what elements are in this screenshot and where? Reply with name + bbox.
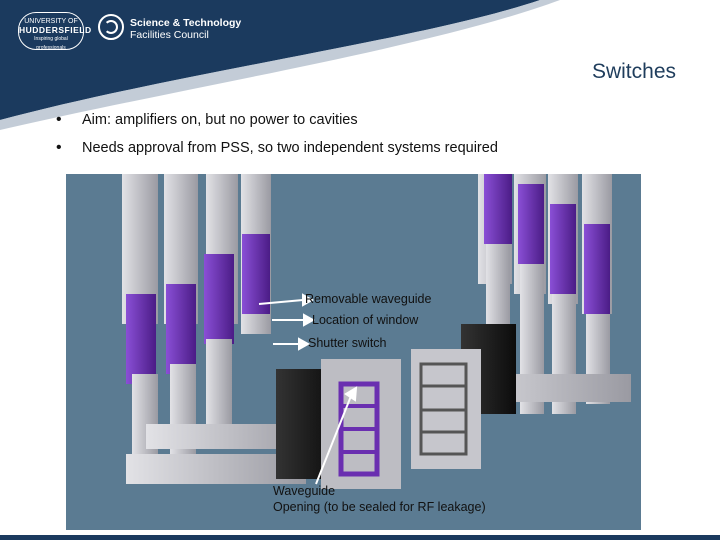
bullet-icon: •: [56, 111, 62, 128]
callout-location-of-window: Location of window: [312, 313, 419, 327]
right-waveguide-columns: [446, 174, 631, 414]
university-logo: UNIVERSITY OF HUDDERSFIELD Inspiring glo…: [18, 12, 91, 51]
shutter-switch-assembly: [276, 324, 516, 489]
stfc-logo-icon: [98, 14, 124, 40]
callout-removable-waveguide: Removable waveguide: [305, 292, 432, 306]
slide-title: Switches: [591, 60, 676, 83]
callout-arrows: [258, 293, 358, 485]
waveguide-model-image: Removable waveguide Location of window S…: [66, 174, 641, 530]
bullet-icon: •: [56, 139, 62, 156]
header-banner: [0, 0, 560, 130]
bullet-list: •Aim: amplifiers on, but no power to cav…: [56, 110, 498, 166]
callout-opening: Opening (to be sealed for RF leakage): [273, 500, 486, 514]
bullet-item: •Aim: amplifiers on, but no power to cav…: [56, 111, 358, 128]
waveguide-render: [122, 174, 631, 489]
bullet-item: •Needs approval from PSS, so two indepen…: [56, 139, 498, 156]
org-name: Science & Technology Facilities Council: [130, 17, 242, 41]
callout-waveguide: Waveguide: [273, 484, 336, 498]
callout-shutter-switch: Shutter switch: [308, 336, 387, 350]
left-waveguide-columns: [122, 174, 316, 484]
footer-bar: [0, 535, 720, 540]
